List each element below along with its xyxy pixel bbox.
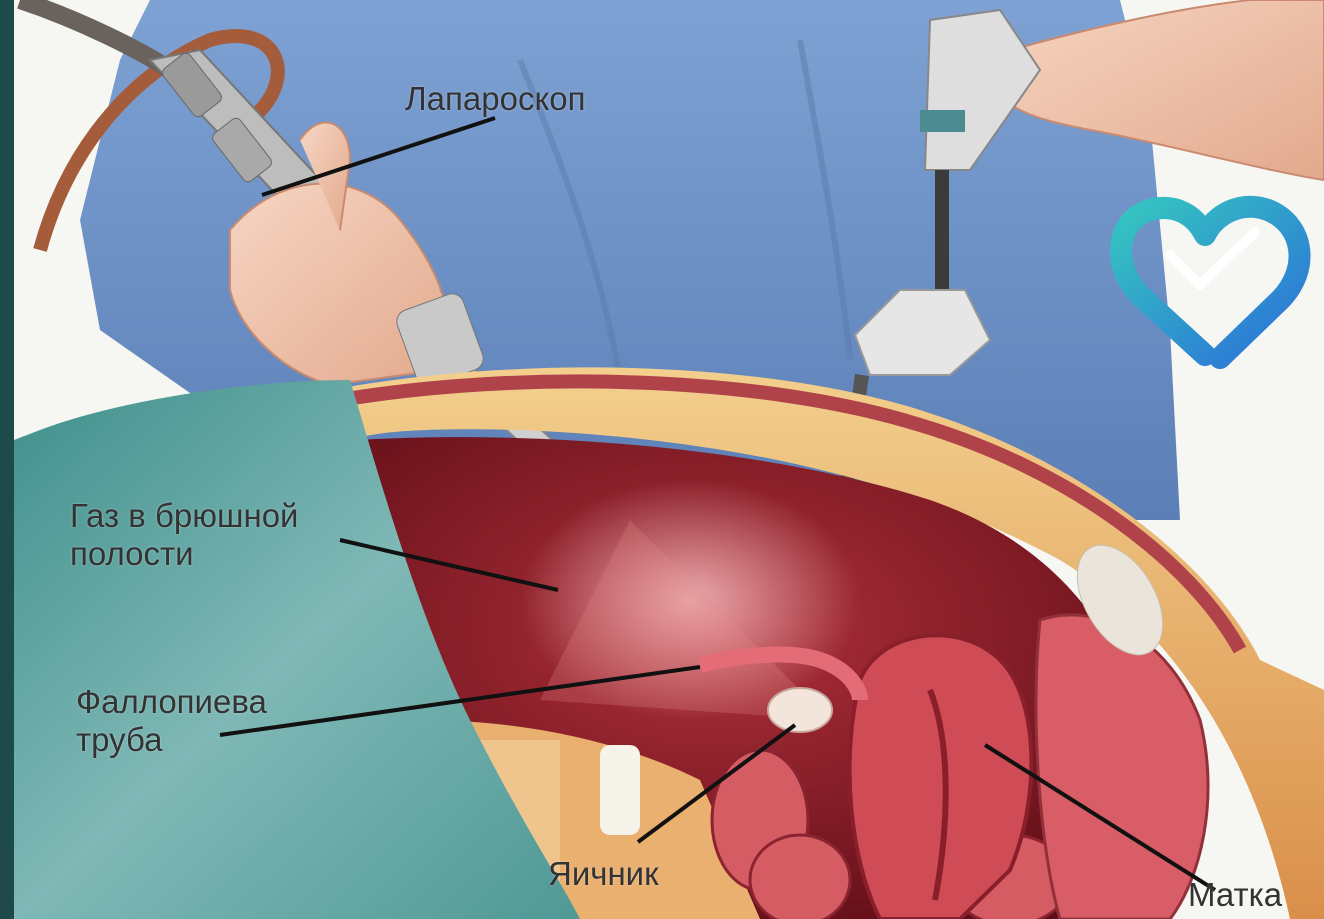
label-laparoscope: Лапароскоп	[405, 80, 585, 118]
label-gas-in-cavity: Газ в брюшной полости	[70, 497, 299, 573]
ovary-shape	[768, 688, 832, 732]
label-ovary: Яичник	[548, 855, 659, 893]
label-fallopian-tube: Фаллопиева труба	[76, 683, 267, 759]
bone-disc	[600, 745, 640, 835]
uterus-organ	[850, 635, 1032, 919]
label-uterus: Матка	[1188, 876, 1282, 914]
